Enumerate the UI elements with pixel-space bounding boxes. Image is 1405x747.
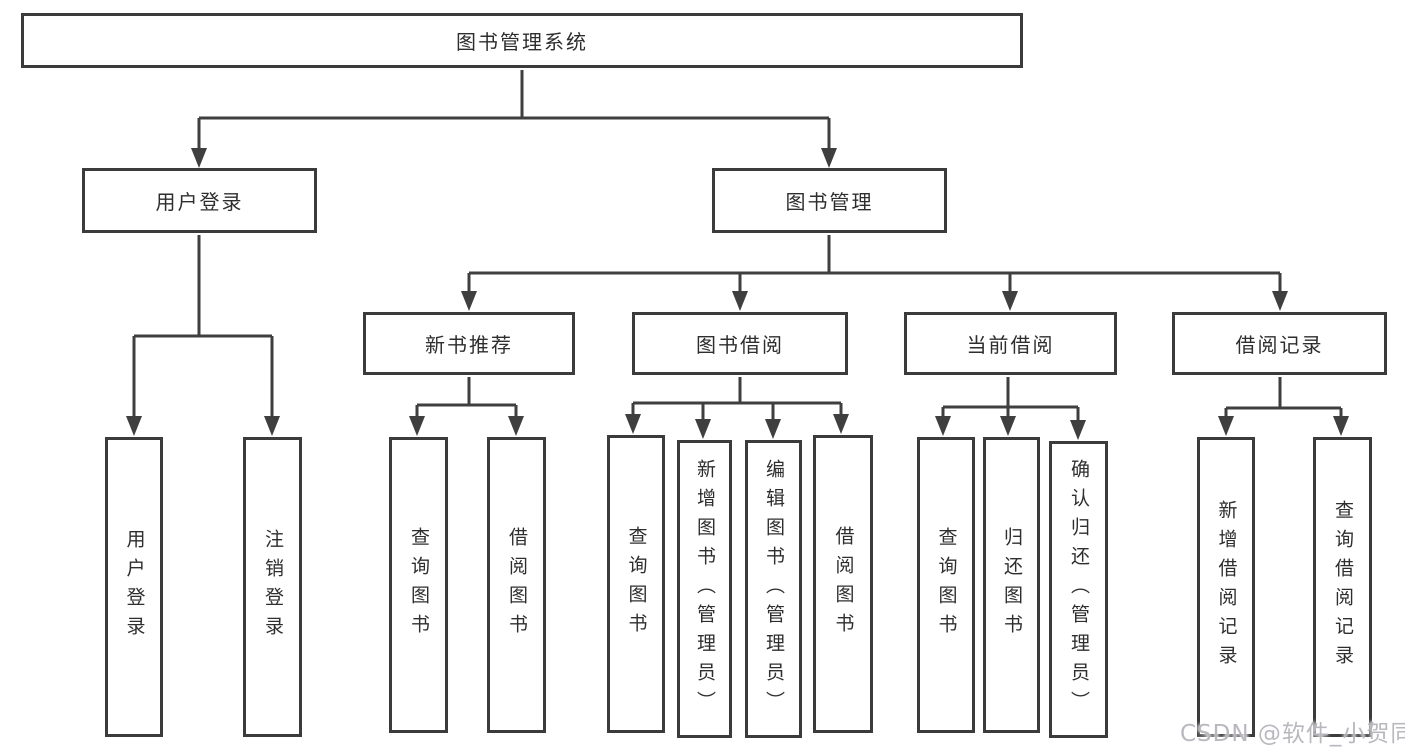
- node-label: 图书借阅: [696, 333, 784, 357]
- leaf-confirm-return-admin: 确认归还（管理员）: [1049, 441, 1108, 738]
- leaf-query-books: 查询图书: [917, 437, 975, 733]
- node-label: 借阅图书: [506, 527, 528, 643]
- node-label: 借阅记录: [1235, 333, 1324, 357]
- node-label: 新增图书（管理员）: [694, 458, 716, 720]
- node-new-book-recommend: 新书推荐: [363, 312, 575, 375]
- node-label: 查询借阅记录: [1332, 500, 1354, 674]
- csdn-watermark: CSDN @软件_小贺同学: [1180, 721, 1405, 747]
- leaf-query-borrow-record: 查询借阅记录: [1313, 437, 1372, 737]
- leaf-query-books: 查询图书: [607, 435, 665, 733]
- leaf-borrow-books: 借阅图书: [487, 437, 546, 733]
- leaf-add-borrow-record: 新增借阅记录: [1197, 437, 1255, 737]
- node-label: 用户登录: [123, 529, 146, 645]
- node-borrowing-records: 借阅记录: [1172, 312, 1387, 375]
- node-label: 借阅图书: [832, 526, 855, 642]
- leaf-logout: 注销登录: [243, 437, 302, 737]
- node-label: 编辑图书（管理员）: [763, 458, 785, 720]
- node-current-borrowing: 当前借阅: [904, 312, 1117, 375]
- leaf-edit-books-admin: 编辑图书（管理员）: [745, 440, 802, 738]
- node-label: 查询图书: [625, 526, 648, 642]
- node-user-login-branch: 用户登录: [82, 168, 317, 233]
- node-label: 新增借阅记录: [1215, 500, 1238, 674]
- node-label: 新书推荐: [425, 333, 513, 357]
- node-label: 当前借阅: [966, 333, 1055, 357]
- node-label: 图书管理: [785, 190, 874, 214]
- node-label: 确认归还（管理员）: [1068, 459, 1090, 720]
- node-label: 用户登录: [155, 190, 244, 214]
- node-book-management-branch: 图书管理: [712, 168, 947, 233]
- node-label: 归还图书: [1001, 527, 1023, 643]
- node-label: 查询图书: [935, 527, 958, 643]
- arrowheads: [126, 148, 1349, 440]
- leaf-borrow-books: 借阅图书: [813, 435, 873, 733]
- node-label: 注销登录: [262, 529, 284, 645]
- node-label: 查询图书: [408, 527, 430, 643]
- node-label: 图书管理系统: [456, 30, 588, 54]
- leaf-add-books-admin: 新增图书（管理员）: [677, 440, 732, 738]
- node-library-system: 图书管理系统: [21, 13, 1023, 68]
- leaf-return-books: 归还图书: [983, 437, 1040, 733]
- leaf-query-books: 查询图书: [389, 437, 448, 733]
- node-book-borrowing: 图书借阅: [632, 312, 848, 375]
- leaf-user-login: 用户登录: [105, 437, 163, 737]
